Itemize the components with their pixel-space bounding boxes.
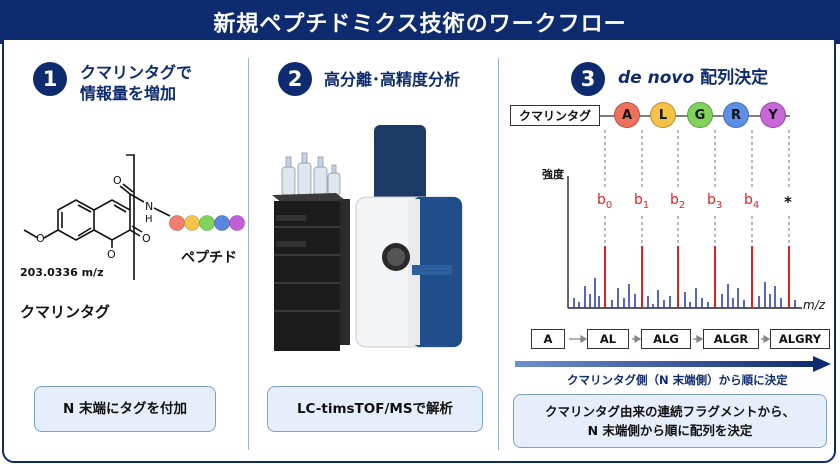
b-ion-sub: 4: [752, 199, 760, 211]
step3-summary-line2: N 末端側から順に配列を決定: [587, 423, 753, 438]
svg-text:H: H: [145, 214, 153, 225]
b-ion-base: b: [670, 192, 679, 208]
b-ion-sub: 2: [678, 199, 686, 211]
sequence-step-4: ALGR: [703, 329, 759, 349]
step2-summary-text: LC-timsTOF/MSで解析: [296, 400, 454, 417]
amino-acid-G: G: [687, 102, 713, 128]
bead-green: [199, 215, 215, 231]
b-ion-sub: 3: [715, 199, 723, 211]
b-ion-label-0: b0: [597, 192, 612, 211]
bead-red: [169, 215, 185, 231]
sequence-step-1: A: [531, 329, 565, 349]
step-number-3: 3: [571, 62, 605, 96]
step2-title: 高分離･高精度分析: [324, 70, 461, 89]
svg-text:O: O: [142, 232, 151, 245]
svg-text:O: O: [107, 248, 116, 261]
b-ion-sub: 1: [642, 199, 650, 211]
step1-title-line1: クマリンタグで: [80, 63, 193, 82]
benzene-ring: [57, 199, 95, 241]
step1-title: クマリンタグで 情報量を増加: [80, 62, 192, 104]
b-ion-peaks: [604, 246, 790, 308]
svg-text:O: O: [36, 232, 45, 245]
b-ion-base: b: [634, 192, 643, 208]
section-divider: [498, 58, 499, 450]
bead-purple: [229, 215, 245, 231]
ms-spectrum: [567, 130, 802, 309]
b-ion-base: b: [744, 192, 753, 208]
amino-acid-R: R: [723, 102, 749, 128]
mass-label: 203.0336 m/z: [20, 266, 104, 279]
step2-summary-box: LC-timsTOF/MSで解析: [267, 386, 483, 432]
step1-summary-text: N 末端にタグを付加: [63, 400, 187, 417]
bead-yellow: [184, 215, 200, 231]
b-ion-label-3: b3: [707, 192, 722, 211]
lc-stack: [272, 193, 350, 351]
step3-summary-box: クマリンタグ由来の連続フラグメントから、 N 末端側から順に配列を決定: [513, 394, 827, 448]
coumarin-tag-label: クマリンタグ: [20, 303, 111, 321]
sequence-step-5: ALGRY: [770, 329, 830, 349]
b-ion-label-2: b2: [670, 192, 685, 211]
b-ion-label-4: b4: [744, 192, 759, 211]
b-ion-base: b: [707, 192, 716, 208]
header-bar: 新規ペプチドミクス技術のワークフロー: [0, 0, 840, 44]
amino-acid-L: L: [650, 102, 676, 128]
intensity-axis-label: 強度: [542, 168, 564, 181]
coumarin-tag-structure: O O O O N H: [23, 154, 171, 280]
b-ion-base: b: [597, 192, 606, 208]
svg-text:N: N: [145, 200, 153, 213]
step1-title-line2: 情報量を増加: [80, 84, 177, 103]
amino-acid-A: A: [614, 102, 640, 128]
sequence-step-3: ALG: [641, 329, 691, 349]
de-novo-label: de novo: [618, 68, 695, 88]
terminal-star: *: [784, 193, 792, 211]
mz-axis-label: m/z: [803, 298, 826, 312]
direction-label: クマリンタグ側（N 末端側）から順に決定: [567, 373, 788, 387]
step3-summary-line1: クマリンタグ由来の連続フラグメントから、: [544, 404, 795, 419]
step-number-1: 1: [33, 62, 67, 96]
background-peaks: [573, 278, 796, 308]
step1-summary-box: N 末端にタグを付加: [34, 386, 216, 432]
b-ion-sub: 0: [605, 199, 613, 211]
step3-title: de novo 配列決定: [618, 68, 768, 89]
sequence-step-2: AL: [587, 329, 629, 349]
step-arrows: [569, 334, 771, 344]
b-ion-label-1: b1: [634, 192, 649, 211]
step-number-2: 2: [278, 62, 312, 96]
section-divider: [248, 58, 249, 450]
step3-title-rest: 配列決定: [694, 68, 769, 88]
direction-arrow: [515, 356, 831, 372]
ms-body: [355, 125, 463, 348]
peptide-beads: [169, 215, 245, 231]
page-title: 新規ペプチドミクス技術のワークフロー: [213, 12, 627, 37]
peptide-label: ペプチド: [181, 250, 237, 266]
solvent-bottles: [281, 152, 341, 196]
svg-text:O: O: [113, 174, 122, 187]
coumarin-tag-box: クマリンタグ: [510, 105, 600, 126]
amino-acid-Y: Y: [760, 102, 786, 128]
lc-ms-instrument: [272, 125, 463, 351]
bead-blue: [214, 215, 230, 231]
